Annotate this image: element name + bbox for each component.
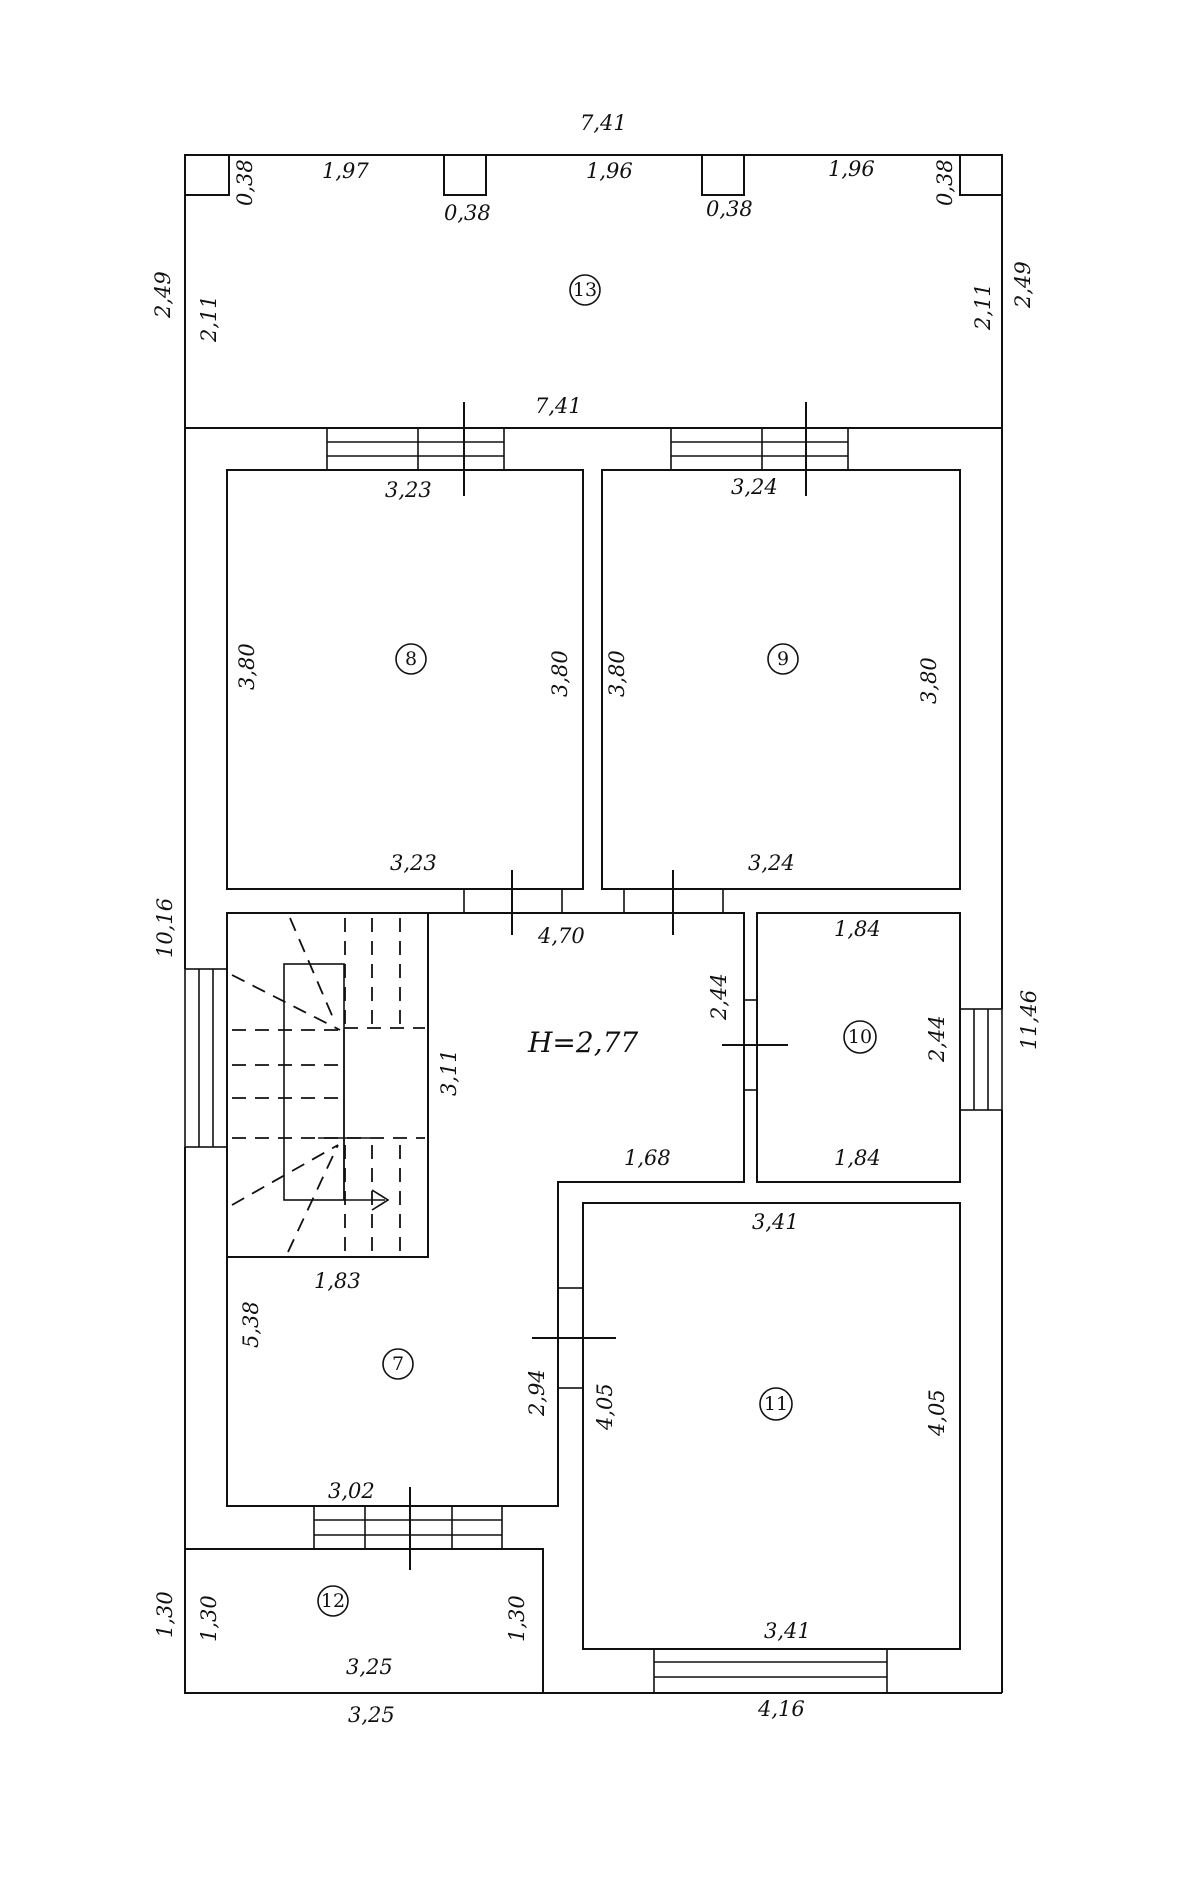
dim-hall-step: 1,68 xyxy=(624,1146,671,1170)
room-9-outline xyxy=(601,469,961,890)
room-number-11: 11 xyxy=(764,1393,788,1415)
dim-overall-left: 10,16 xyxy=(153,898,177,958)
dim-hall-bottom: 3,02 xyxy=(328,1479,375,1503)
dim-terrace-left-inner: 2,11 xyxy=(197,295,221,343)
dim-hall-right-lower: 2,94 xyxy=(525,1369,549,1417)
dim-room-11-right: 4,05 xyxy=(925,1389,949,1437)
room-number-8: 8 xyxy=(405,648,417,670)
dim-window-bottom: 4,16 xyxy=(757,1697,805,1721)
dim-terrace-mid-seg-2: 1,96 xyxy=(828,157,875,181)
terrace-13 xyxy=(184,154,1003,429)
room-number-13: 13 xyxy=(573,279,597,301)
dim-room-9-bottom: 3,24 xyxy=(748,851,795,875)
door-room-8 xyxy=(463,870,563,935)
dim-room-12-outer-width: 3,25 xyxy=(348,1703,395,1727)
window-staircase xyxy=(184,968,228,1148)
dim-room-8-left: 3,80 xyxy=(235,643,259,690)
dim-terrace-right-outer: 2,49 xyxy=(1011,261,1035,309)
room-number-10: 10 xyxy=(848,1026,872,1048)
dim-room-9-left: 3,80 xyxy=(605,650,629,697)
door-room-11 xyxy=(532,1287,616,1389)
window-hall-balcony xyxy=(313,1487,503,1570)
dim-post-2-width: 0,38 xyxy=(444,201,491,225)
dim-hall-left: 5,38 xyxy=(239,1301,263,1348)
dim-post-3-width: 0,38 xyxy=(706,197,753,221)
dim-room-12-outer: 1,30 xyxy=(153,1591,177,1638)
terrace-post-4 xyxy=(959,154,1003,196)
room-marker-8: 8 xyxy=(395,643,427,675)
room-marker-10: 10 xyxy=(843,1020,877,1054)
dim-terrace-left-outer: 2,49 xyxy=(151,271,175,319)
dim-room-11-top: 3,41 xyxy=(752,1210,799,1234)
outer-walls xyxy=(184,428,1003,1694)
room-number-9: 9 xyxy=(777,648,789,670)
room-number-12: 12 xyxy=(321,1590,345,1612)
dim-terrace-bottom-width: 7,41 xyxy=(535,394,582,418)
dim-room-8-top: 3,23 xyxy=(385,478,432,502)
ceiling-height-label: H=2,77 xyxy=(527,1026,638,1059)
room-11-outline xyxy=(582,1202,961,1650)
window-room-11 xyxy=(653,1648,888,1694)
window-room-10 xyxy=(959,1008,1003,1111)
dim-post-left-depth: 0,38 xyxy=(233,159,257,206)
dim-room-10-top: 1,84 xyxy=(834,917,881,941)
dim-room-10-bottom: 1,84 xyxy=(834,1146,881,1170)
door-room-9 xyxy=(623,870,724,935)
dim-room-9-top: 3,24 xyxy=(731,475,778,499)
dim-room-11-bottom: 3,41 xyxy=(764,1619,811,1643)
dim-room-9-right: 3,80 xyxy=(917,657,941,704)
room-8-outline xyxy=(226,469,584,890)
room-marker-11: 11 xyxy=(759,1387,793,1421)
dim-room-10-left: 2,44 xyxy=(925,1015,949,1063)
room-marker-7: 7 xyxy=(382,1348,414,1380)
dim-room-12-inner-width: 3,25 xyxy=(346,1655,393,1679)
terrace-post-3 xyxy=(701,154,745,196)
room-marker-13: 13 xyxy=(569,274,601,306)
dim-room-11-left: 4,05 xyxy=(593,1383,617,1431)
dim-terrace-top-width: 7,41 xyxy=(580,111,627,135)
dim-room-12-right: 1,30 xyxy=(505,1595,529,1642)
dim-terrace-right-inner: 2,11 xyxy=(971,283,995,331)
terrace-post-2 xyxy=(443,154,487,196)
staircase xyxy=(226,912,429,1258)
room-marker-12: 12 xyxy=(317,1585,349,1617)
terrace-post-1 xyxy=(184,154,230,196)
dim-terrace-mid-seg-1: 1,96 xyxy=(586,159,633,183)
dim-hall-right-upper: 2,44 xyxy=(707,973,731,1021)
dim-hall-top: 4,70 xyxy=(537,924,585,948)
hall-7-outline xyxy=(226,912,745,1507)
dim-room-8-right: 3,80 xyxy=(548,650,572,697)
dim-terrace-left-seg: 1,97 xyxy=(322,159,369,183)
dim-room-8-bottom: 3,23 xyxy=(390,851,437,875)
window-room-9 xyxy=(670,402,849,496)
dim-overall-right: 11,46 xyxy=(1017,990,1041,1050)
dim-stair-width: 1,83 xyxy=(314,1269,361,1293)
dim-stair-depth: 3,11 xyxy=(437,1049,461,1096)
window-room-8 xyxy=(326,402,505,496)
door-room-10 xyxy=(722,999,788,1091)
room-number-7: 7 xyxy=(392,1353,404,1375)
dim-post-right-depth: 0,38 xyxy=(933,159,957,206)
dim-room-12-left: 1,30 xyxy=(197,1595,221,1642)
room-marker-9: 9 xyxy=(767,643,799,675)
